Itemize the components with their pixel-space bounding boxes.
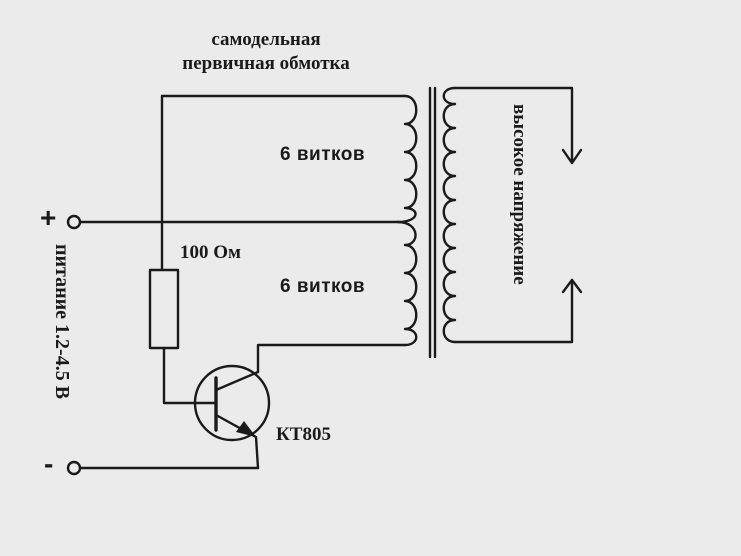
turns-lower-label: 6 витков xyxy=(280,276,366,297)
primary-winding-caption: самодельная первичная обмотка xyxy=(156,28,376,76)
hv-lead-top xyxy=(453,86,574,164)
wire-top xyxy=(160,94,407,272)
wire-resistor-base xyxy=(162,346,218,405)
resistor-100-ohm xyxy=(148,268,180,350)
minus-terminal xyxy=(66,460,82,476)
emitter-arrow xyxy=(236,421,256,437)
primary-coil-lower xyxy=(396,220,418,347)
transistor-body xyxy=(193,364,271,442)
plus-terminal xyxy=(66,214,82,230)
plus-label: + xyxy=(40,202,57,233)
primary-winding-caption-line1: самодельная xyxy=(211,29,321,50)
transistor-label: КТ805 xyxy=(276,424,331,445)
hv-lead-bottom xyxy=(453,278,574,344)
transistor-collector xyxy=(214,370,260,392)
high-voltage-label: высокое напряжение xyxy=(509,104,530,285)
hv-arrow-down xyxy=(561,148,583,165)
turns-upper-label: 6 витков xyxy=(280,144,366,165)
minus-label: - xyxy=(44,448,54,479)
secondary-coil xyxy=(442,86,457,344)
hv-arrow-up xyxy=(561,278,583,294)
power-label: питание 1.2-4.5 В xyxy=(51,244,73,400)
transistor-emitter xyxy=(214,413,260,470)
primary-coil-upper xyxy=(396,94,418,224)
primary-winding-caption-line2: первичная обмотка xyxy=(182,53,350,74)
wire-collector xyxy=(256,343,407,374)
resistor-label: 100 Ом xyxy=(180,242,241,263)
